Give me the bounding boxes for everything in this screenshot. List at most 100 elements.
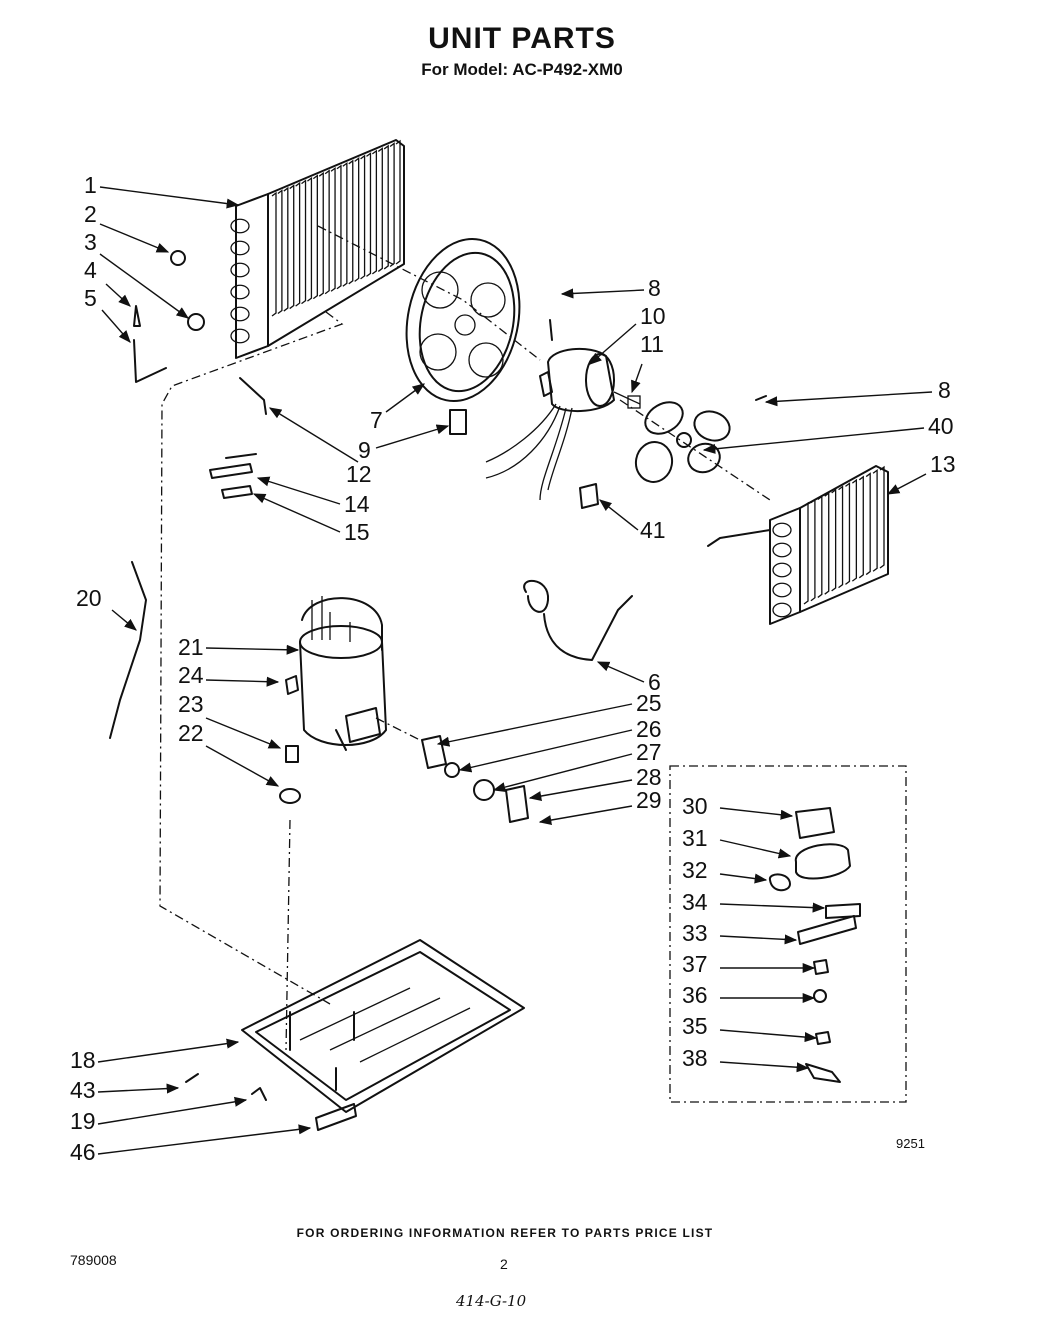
callout-number: 2 bbox=[84, 201, 97, 227]
callout-35: 35 bbox=[682, 1013, 818, 1043]
callout-number: 24 bbox=[178, 662, 204, 688]
callout-number: 9 bbox=[358, 437, 371, 463]
callout-37: 37 bbox=[682, 951, 816, 977]
leader-arrow bbox=[97, 1124, 312, 1155]
callout-20: 20 bbox=[76, 585, 137, 631]
leader-arrow bbox=[719, 807, 794, 820]
page-number: 2 bbox=[500, 1256, 508, 1272]
callout-24: 24 bbox=[178, 662, 280, 688]
callout-28: 28 bbox=[528, 764, 662, 801]
leader-arrow bbox=[458, 729, 633, 773]
callout-6: 6 bbox=[596, 661, 661, 695]
callout-18: 18 bbox=[70, 1038, 240, 1073]
leader-arrow bbox=[99, 223, 170, 253]
callout-21: 21 bbox=[178, 634, 300, 660]
leader-arrow bbox=[702, 427, 925, 454]
leader-arrow bbox=[596, 661, 645, 683]
leader-arrow bbox=[97, 1083, 180, 1094]
callout-25: 25 bbox=[436, 690, 662, 747]
base-pan-drawing bbox=[241, 939, 525, 1131]
condenser-coil-drawing bbox=[230, 139, 405, 359]
callout-13: 13 bbox=[886, 451, 956, 495]
callout-number: 35 bbox=[682, 1013, 708, 1039]
callout-number: 33 bbox=[682, 920, 708, 946]
callout-number: 4 bbox=[84, 257, 97, 283]
callout-40: 40 bbox=[702, 413, 954, 454]
leader-arrow bbox=[719, 1061, 810, 1073]
callout-number: 14 bbox=[344, 491, 370, 517]
fan-blade-drawing bbox=[634, 401, 731, 483]
assembly-lines bbox=[159, 225, 771, 1051]
leader-arrow bbox=[101, 309, 131, 343]
leader-arrow bbox=[252, 493, 341, 533]
fan-motor-drawing bbox=[485, 347, 641, 501]
callout-15: 15 bbox=[252, 493, 370, 545]
leader-arrow bbox=[205, 676, 280, 687]
fan-shroud-drawing bbox=[405, 237, 521, 403]
callout-number: 3 bbox=[84, 229, 97, 255]
leader-arrow bbox=[205, 717, 282, 749]
callout-number: 1 bbox=[84, 172, 97, 198]
leader-arrow bbox=[631, 363, 643, 394]
callout-8: 8 bbox=[764, 377, 951, 407]
callout-33: 33 bbox=[682, 920, 798, 946]
callout-43: 43 bbox=[70, 1077, 180, 1103]
ordering-note: FOR ORDERING INFORMATION REFER TO PARTS … bbox=[296, 1226, 714, 1240]
callout-30: 30 bbox=[682, 793, 794, 820]
leader-arrow bbox=[719, 839, 792, 859]
leader-arrow bbox=[99, 186, 240, 209]
callout-29: 29 bbox=[538, 787, 662, 826]
leader-arrow bbox=[436, 703, 633, 747]
callout-3: 3 bbox=[84, 229, 190, 319]
callout-number: 21 bbox=[178, 634, 204, 660]
callout-36: 36 bbox=[682, 982, 816, 1008]
callout-number: 20 bbox=[76, 585, 102, 611]
callout-19: 19 bbox=[70, 1096, 248, 1134]
evaporator-coil-drawing bbox=[707, 465, 889, 625]
callout-26: 26 bbox=[458, 716, 662, 773]
leader-arrow bbox=[375, 424, 450, 449]
callout-number: 34 bbox=[682, 889, 708, 915]
callout-22: 22 bbox=[178, 720, 280, 787]
callout-12: 12 bbox=[268, 407, 372, 487]
leader-arrow bbox=[589, 323, 637, 365]
leader-arrow bbox=[97, 1096, 248, 1125]
leader-arrow bbox=[99, 253, 190, 319]
callout-number: 38 bbox=[682, 1045, 708, 1071]
callout-8: 8 bbox=[560, 275, 661, 301]
callout-number: 8 bbox=[938, 377, 951, 403]
model-subtitle: For Model: AC-P492-XM0 bbox=[421, 60, 623, 79]
callout-2: 2 bbox=[84, 201, 170, 253]
leader-arrow bbox=[719, 1029, 818, 1043]
callout-number: 10 bbox=[640, 303, 666, 329]
callout-number: 23 bbox=[178, 691, 204, 717]
callout-number: 22 bbox=[178, 720, 204, 746]
leader-arrow bbox=[538, 805, 633, 826]
callout-number: 5 bbox=[84, 285, 97, 311]
leader-arrow bbox=[560, 288, 645, 299]
compressor-drawing bbox=[299, 596, 387, 751]
leader-arrow bbox=[205, 745, 280, 787]
leader-arrow bbox=[105, 283, 131, 307]
callout-number: 15 bbox=[344, 519, 370, 545]
callout-7: 7 bbox=[370, 383, 426, 433]
leader-arrow bbox=[599, 499, 639, 531]
callout-5: 5 bbox=[84, 285, 131, 343]
callout-number: 30 bbox=[682, 793, 708, 819]
callout-number: 31 bbox=[682, 825, 708, 851]
callout-1: 1 bbox=[84, 172, 240, 209]
callout-number: 27 bbox=[636, 739, 662, 765]
callout-10: 10 bbox=[589, 303, 666, 365]
callout-11: 11 bbox=[631, 331, 664, 394]
callout-number: 41 bbox=[640, 517, 666, 543]
callout-31: 31 bbox=[682, 825, 792, 859]
callout-number: 43 bbox=[70, 1077, 96, 1103]
controls-box bbox=[669, 765, 907, 1103]
leader-arrow bbox=[719, 934, 798, 945]
handwritten-note: 414-G-10 bbox=[456, 1292, 527, 1310]
callout-number: 32 bbox=[682, 857, 708, 883]
callout-14: 14 bbox=[256, 476, 370, 517]
callout-number: 25 bbox=[636, 690, 662, 716]
callout-23: 23 bbox=[178, 691, 282, 749]
